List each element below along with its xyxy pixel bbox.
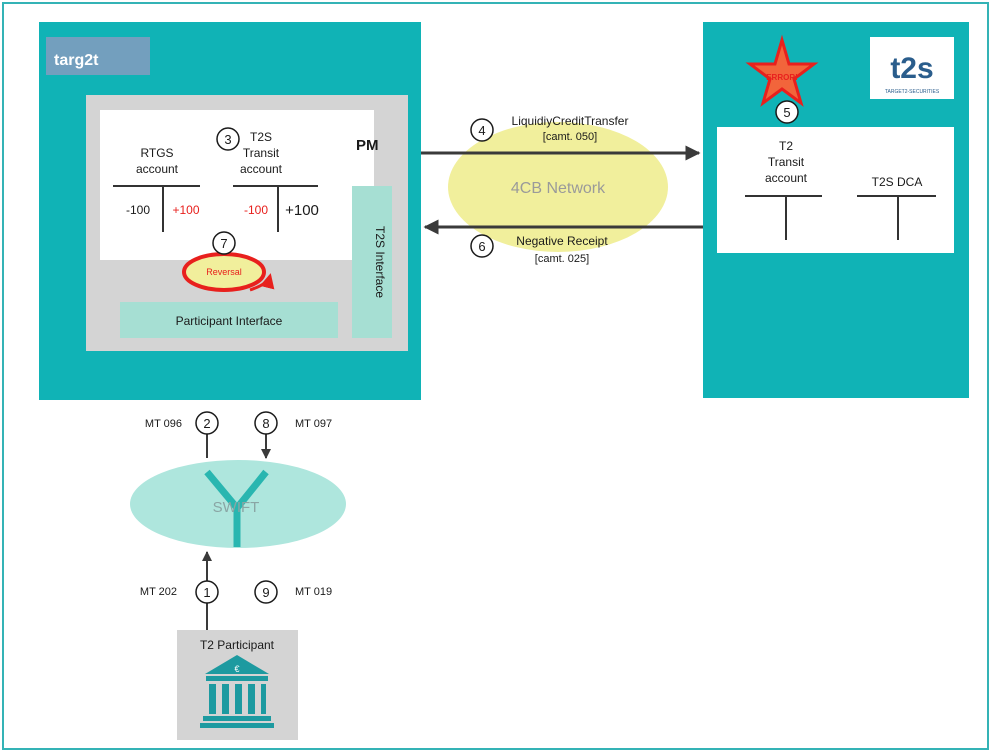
- label-mt096: MT 096: [145, 418, 182, 430]
- error-star: ERROR!: [745, 34, 819, 107]
- step-1: 1: [195, 580, 219, 604]
- t2-transit-account: T2 Transit account: [745, 139, 822, 240]
- svg-text:T2S DCA: T2S DCA: [872, 175, 923, 189]
- t2s-logo: t2s TARGET2-SECURITIES: [870, 37, 954, 99]
- svg-text:5: 5: [783, 105, 790, 120]
- step-9: 9: [254, 580, 278, 604]
- svg-text:Participant Interface: Participant Interface: [176, 314, 283, 328]
- svg-text:7: 7: [220, 236, 227, 251]
- svg-text:€: €: [234, 664, 239, 674]
- svg-text:Reversal: Reversal: [206, 267, 242, 277]
- rtgs-debit: -100: [126, 203, 150, 217]
- participant-interface: Participant Interface: [120, 302, 338, 338]
- msg-camt050: [camt. 050]: [543, 131, 597, 143]
- svg-text:ERROR!: ERROR!: [766, 73, 798, 82]
- svg-text:1: 1: [203, 585, 210, 600]
- step-7: 7: [212, 231, 236, 255]
- svg-text:T2S Interface: T2S Interface: [373, 226, 387, 298]
- svg-text:8: 8: [262, 416, 269, 431]
- msg-liquidity-transfer: LiquidiyCreditTransfer: [512, 114, 629, 128]
- svg-text:RTGS: RTGS: [140, 146, 173, 160]
- svg-text:9: 9: [262, 585, 269, 600]
- svg-text:3: 3: [224, 132, 231, 147]
- svg-text:2: 2: [203, 416, 210, 431]
- t2s-interface: T2S Interface: [352, 186, 392, 338]
- step-6: 6: [470, 234, 494, 258]
- svg-text:6: 6: [478, 239, 485, 254]
- target2-logo: targ2t: [46, 37, 150, 75]
- label-mt202: MT 202: [140, 586, 177, 598]
- step-2: 2: [195, 411, 219, 435]
- step-4: 4: [470, 118, 494, 142]
- step-3: 3: [216, 127, 240, 151]
- label-mt097: MT 097: [295, 418, 332, 430]
- svg-text:4CB Network: 4CB Network: [511, 180, 606, 197]
- svg-text:account: account: [765, 171, 808, 185]
- svg-text:T2 Participant: T2 Participant: [200, 638, 275, 652]
- svg-text:Transit: Transit: [768, 155, 805, 169]
- transit-credit: +100: [285, 202, 319, 219]
- t2-participant: T2 Participant €: [177, 630, 298, 740]
- swift-network: SWIFT MT 096 MT 097 MT 202 MT 019: [130, 418, 346, 630]
- target2-system: targ2t PM RTGS account -100 +100 T2S Tra…: [39, 22, 421, 400]
- msg-camt025: [camt. 025]: [535, 253, 589, 265]
- pm-label: PM: [356, 137, 379, 154]
- t2s-accounts-panel: [717, 127, 954, 253]
- svg-text:TARGET2-SECURITIES: TARGET2-SECURITIES: [885, 89, 940, 95]
- step-8: 8: [254, 411, 278, 435]
- svg-text:4: 4: [478, 123, 485, 138]
- svg-text:t2s: t2s: [890, 52, 933, 85]
- bank-icon: €: [200, 655, 274, 728]
- transit-debit: -100: [244, 203, 268, 217]
- svg-text:Transit: Transit: [243, 146, 280, 160]
- svg-text:T2S: T2S: [250, 130, 272, 144]
- msg-negative-receipt: Negative Receipt: [516, 234, 608, 248]
- rtgs-account: RTGS account -100 +100: [113, 146, 200, 232]
- svg-text:account: account: [136, 162, 179, 176]
- svg-text:SWIFT: SWIFT: [213, 499, 260, 516]
- rtgs-credit: +100: [172, 203, 199, 217]
- t2s-dca-account: T2S DCA: [857, 175, 936, 240]
- svg-text:targ2t: targ2t: [54, 52, 99, 69]
- step-5: 5: [775, 100, 799, 124]
- t2s-transit-account: T2S Transit account -100 +100: [233, 130, 319, 232]
- label-mt019: MT 019: [295, 586, 332, 598]
- t2s-system: t2s TARGET2-SECURITIES ERROR! T2 Transit…: [703, 22, 969, 398]
- svg-text:T2: T2: [779, 139, 793, 153]
- svg-text:account: account: [240, 162, 283, 176]
- 4cb-network: 4CB Network LiquidiyCreditTransfer [camt…: [421, 114, 703, 265]
